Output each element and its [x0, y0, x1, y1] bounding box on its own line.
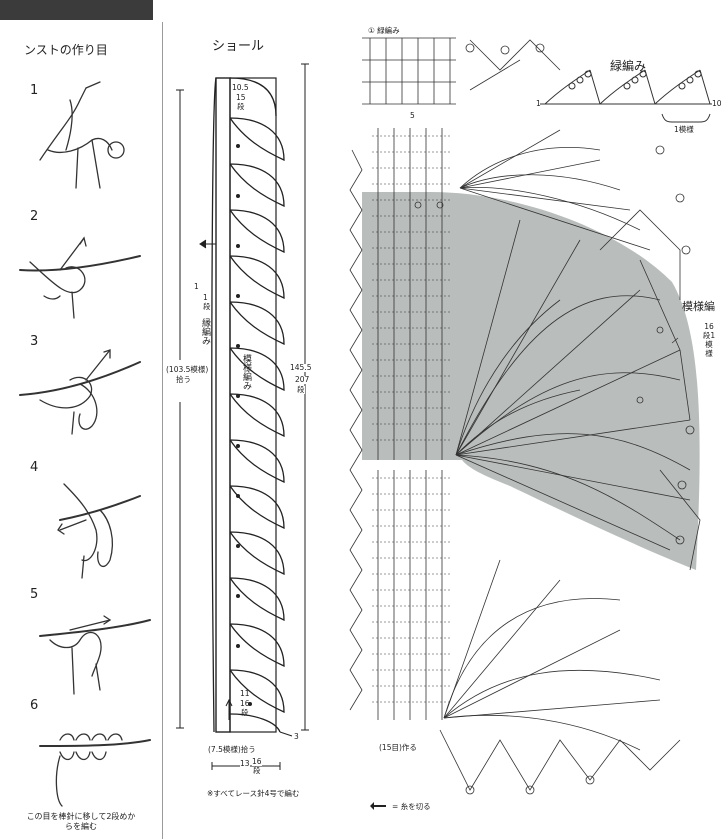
- edge-repeat-label: 1模様: [674, 125, 694, 134]
- length-label-b: 207: [295, 375, 310, 384]
- top-label-a: 10.5: [232, 83, 249, 92]
- top-label-c: 段: [237, 102, 245, 111]
- edge-title: 緑編み: [610, 59, 647, 73]
- bottom-label-a: 11: [240, 689, 250, 698]
- row-num-5: 5: [410, 111, 415, 120]
- edge-label-pattern: 縁編み: [200, 318, 210, 345]
- width-bottom-a: 13: [240, 759, 250, 768]
- edge-num-1: 1: [536, 99, 541, 108]
- footnote: ※すべてレース針4号で編む: [207, 789, 300, 798]
- motif-title: 模様編: [682, 300, 715, 313]
- legend-cut-yarn: = 糸を切る: [392, 802, 431, 811]
- step-number-4: 4: [30, 460, 39, 475]
- width-label-b: 拾う: [176, 375, 191, 384]
- pickup-label: (7.5模様)拾う: [208, 745, 256, 754]
- edge-label-dan: 段: [203, 302, 211, 311]
- step-number-1: 1: [30, 83, 39, 98]
- width-bottom-c: 段: [253, 766, 261, 775]
- step-number-3: 3: [30, 334, 39, 349]
- edge-num-10: 10: [712, 99, 722, 108]
- edge-label-num: 1: [194, 282, 199, 291]
- width-bottom-b: 16: [252, 757, 262, 766]
- bottom-label-c: 段: [241, 708, 249, 717]
- corner-number: 3: [294, 732, 299, 741]
- length-label-c: 段: [297, 385, 305, 394]
- column-divider: [162, 22, 163, 839]
- step-number-2: 2: [30, 209, 39, 224]
- header-bar: [0, 0, 153, 20]
- step-number-5: 5: [30, 587, 39, 602]
- row-label: ① 緑編み: [368, 26, 400, 35]
- cast-on-note: この目を棒針に移して2段めからを編む: [26, 812, 136, 831]
- cast-on-title: ンストの作り目: [24, 43, 108, 57]
- bottom-label-b: 16: [240, 699, 250, 708]
- top-label-b: 15: [236, 93, 246, 102]
- motif-shade: [362, 192, 700, 570]
- length-label-a: 145.5: [290, 363, 312, 372]
- bottom-cast-label: (15目)作る: [379, 743, 417, 752]
- motif-rows-label: 16段1模様: [702, 322, 716, 358]
- motif-label: 模様編み: [241, 354, 251, 390]
- width-label-a: (103.5模様): [166, 365, 209, 374]
- shawl-title: ショール: [212, 39, 265, 54]
- edge-label-num2: 1: [203, 293, 208, 302]
- step-number-6: 6: [30, 698, 39, 713]
